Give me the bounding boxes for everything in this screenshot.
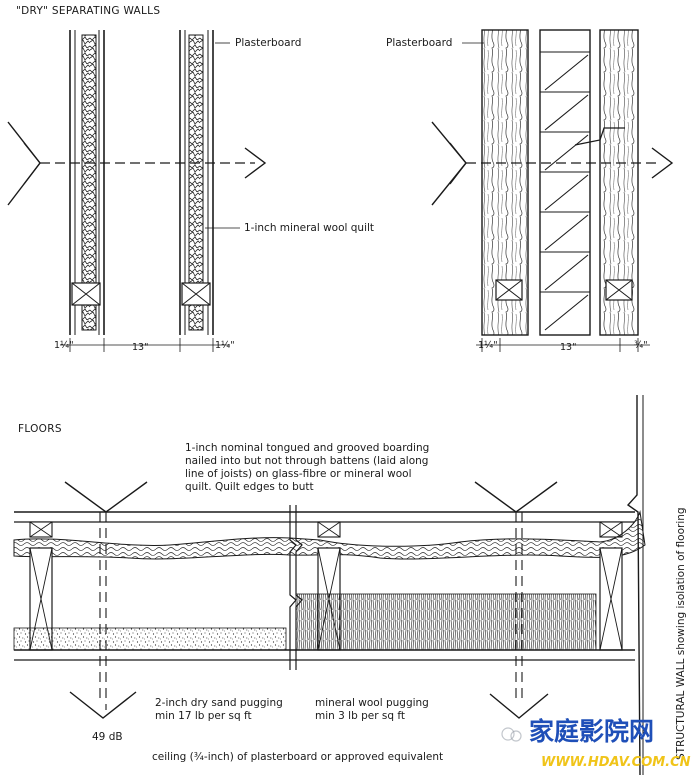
floor-sound-arrows bbox=[64, 481, 558, 719]
watermark-url: WWW.HDAV.COM.CN bbox=[541, 755, 691, 770]
sand-pugging-line-1: 2-inch dry sand pugging bbox=[155, 697, 283, 709]
brick-hatching bbox=[540, 51, 590, 331]
label-plasterboard-right: Plasterboard bbox=[386, 37, 452, 49]
sand-pugging bbox=[13, 627, 287, 651]
sound-path-arrow-left bbox=[7, 121, 41, 206]
dim-right-wall-left: 1¼" bbox=[478, 340, 498, 351]
boarding-note-line-2: nailed into but not through battens (lai… bbox=[185, 455, 428, 467]
floor-quilt bbox=[13, 510, 646, 560]
brick-core bbox=[539, 29, 591, 336]
dim-left-wall-right: 1¼" bbox=[215, 340, 235, 351]
left-wall-detail: Plasterboard 1-inch mineral wool quilt 1… bbox=[7, 30, 374, 353]
db-rating: 49 dB bbox=[92, 731, 123, 743]
floor-section bbox=[13, 395, 646, 775]
ceiling-note: ceiling (¾-inch) of plasterboard or appr… bbox=[152, 751, 443, 763]
dim-left-wall-left: 1¼" bbox=[54, 340, 74, 351]
label-plasterboard-left: Plasterboard bbox=[235, 37, 301, 49]
boarding-note-line-3: line of joists) on glass-fibre or minera… bbox=[185, 468, 412, 480]
watermark-brand-cn: 家庭影院网 bbox=[529, 717, 654, 746]
dim-left-wall-center: 13" bbox=[132, 342, 148, 353]
wool-pugging-line-2: min 3 lb per sq ft bbox=[315, 710, 405, 722]
dim-right-wall-center: 13" bbox=[560, 342, 576, 353]
watermark: 家庭影院网 WWW.HDAV.COM.CN bbox=[501, 717, 691, 770]
wool-pugging-line-1: mineral wool pugging bbox=[315, 697, 429, 709]
dim-right-wall-right: ¾" bbox=[634, 340, 648, 351]
sand-pugging-line-2: min 17 lb per sq ft bbox=[155, 710, 252, 722]
label-mineral-wool-quilt: 1-inch mineral wool quilt bbox=[244, 222, 374, 234]
mineral-wool-quilt-left bbox=[81, 34, 97, 331]
sound-path-arrow-right bbox=[431, 121, 467, 206]
structural-wall-note: STRUCTURAL WALL showing isolation of flo… bbox=[675, 507, 687, 760]
boarding-note: 1-inch nominal tongued and grooved board… bbox=[185, 442, 429, 493]
structural-wall bbox=[626, 395, 641, 775]
section-title-floors: FLOORS bbox=[18, 423, 62, 435]
right-wall-detail: Plasterboard 1¼" 13" ¾" bbox=[386, 29, 674, 353]
mineral-wool-pugging bbox=[295, 593, 597, 651]
mineral-wool-quilt-right bbox=[188, 34, 204, 331]
boarding-note-line-1: 1-inch nominal tongued and grooved board… bbox=[185, 442, 429, 454]
boarding-note-line-4: quilt. Quilt edges to butt bbox=[185, 481, 314, 493]
section-title-separating-walls: "DRY" SEPARATING WALLS bbox=[16, 5, 160, 17]
